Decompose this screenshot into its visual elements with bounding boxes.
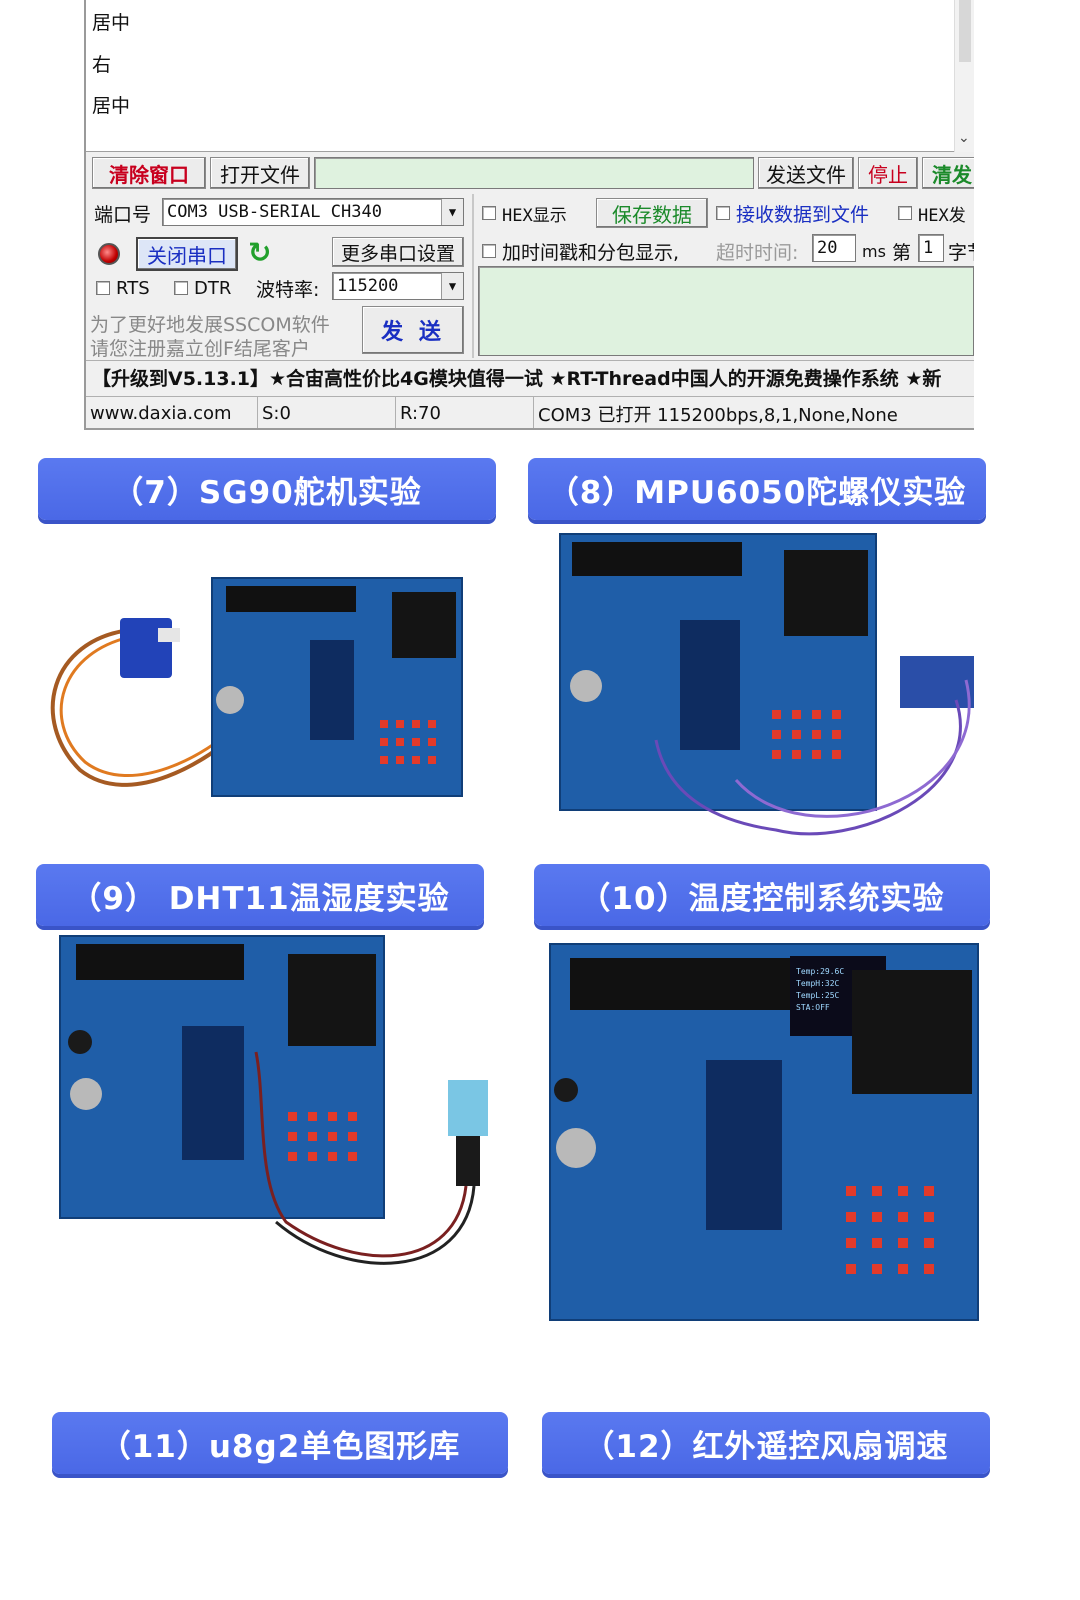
timestamp-checkbox[interactable]: 加时间戳和分包显示, xyxy=(482,236,679,266)
mpu6050-module xyxy=(900,656,974,708)
chevron-down-icon[interactable]: ⌄ xyxy=(958,130,970,146)
send-textarea[interactable] xyxy=(478,266,974,356)
hex-display-checkbox[interactable]: HEX显示 xyxy=(482,198,567,228)
checkbox-box[interactable] xyxy=(482,206,496,220)
ms-label: ms xyxy=(862,241,886,261)
nth-label: 第 xyxy=(892,241,912,264)
oled-line: TempH:32C xyxy=(796,979,840,988)
timeout-input[interactable]: 20 xyxy=(812,234,856,262)
close-port-button[interactable]: 关闭串口 xyxy=(136,237,238,271)
checkbox-box[interactable] xyxy=(96,281,110,295)
dtr-checkbox[interactable]: DTR xyxy=(174,274,231,302)
rts-label: RTS xyxy=(116,277,150,299)
more-port-settings-button[interactable]: 更多串口设置 xyxy=(332,237,464,267)
checkbox-box[interactable] xyxy=(174,281,188,295)
status-site[interactable]: www.daxia.com xyxy=(86,397,258,428)
checkbox-box[interactable] xyxy=(716,206,730,220)
seven-segment-display xyxy=(76,944,244,980)
port-status-led xyxy=(98,243,120,265)
section-banner-servo: （7）SG90舵机实验 xyxy=(38,458,496,520)
timestamp-label: 加时间戳和分包显示, xyxy=(502,241,680,264)
port-value: COM3 USB-SERIAL CH340 xyxy=(167,202,382,222)
status-port-state: COM3 已打开 115200bps,8,1,None,None xyxy=(538,404,898,426)
oled-line: TempL:25C xyxy=(796,991,840,1000)
photo-servo-experiment xyxy=(40,570,470,800)
receive-line: 右 xyxy=(92,54,112,76)
seven-segment-display xyxy=(226,586,356,612)
photo-mpu6050-experiment xyxy=(556,530,986,850)
receive-scrollbar[interactable]: ⌄ xyxy=(954,0,974,152)
rts-checkbox[interactable]: RTS xyxy=(96,274,150,302)
port-select[interactable]: COM3 USB-SERIAL CH340 ▼ xyxy=(162,198,464,226)
status-bar: www.daxia.com S:0 R:70 COM3 已打开 115200bp… xyxy=(86,396,974,428)
promo-line: 为了更好地发展SSCOM软件 xyxy=(90,314,330,336)
servo-icon xyxy=(120,618,172,678)
receive-line: 居中 xyxy=(92,12,131,34)
receive-to-file-label: 接收数据到文件 xyxy=(736,203,870,226)
send-button[interactable]: 发 送 xyxy=(362,306,464,354)
baud-label: 波特率: xyxy=(256,278,320,301)
oled-line: Temp:29.6C xyxy=(796,967,844,976)
dht11-sensor xyxy=(448,1080,488,1136)
nth-byte-input[interactable]: 1 xyxy=(918,234,944,262)
stop-button[interactable]: 停止 xyxy=(858,157,918,189)
promo-line: 请您注册嘉立创F结尾客户 xyxy=(90,338,310,360)
section-banner-mpu6050: （8）MPU6050陀螺仪实验 xyxy=(528,458,986,520)
receive-to-file-checkbox[interactable]: 接收数据到文件 xyxy=(716,198,869,228)
checkbox-box[interactable] xyxy=(898,206,912,220)
hex-send-checkbox[interactable]: HEX发 xyxy=(898,198,966,228)
port-label: 端口号 xyxy=(94,203,152,226)
serial-tool-window: 居中 右 居中 ⌄ 清除窗口 打开文件 发送文件 停止 清发 端口号 COM3 … xyxy=(84,0,974,430)
send-file-button[interactable]: 发送文件 xyxy=(758,157,854,189)
oled-line: STA:OFF xyxy=(796,1003,830,1012)
seven-segment-display xyxy=(572,542,742,576)
baud-value: 115200 xyxy=(337,276,399,296)
hex-send-label: HEX发 xyxy=(918,205,966,226)
news-ticker[interactable]: 【升级到V5.13.1】★合宙高性价比4G模块值得一试 ★RT-Thread中国… xyxy=(86,360,974,394)
photo-temp-control-experiment: Temp:29.6C TempH:32C TempL:25C STA:OFF xyxy=(546,940,982,1324)
scrollbar-thumb[interactable] xyxy=(959,0,971,62)
clear-send-button[interactable]: 清发 xyxy=(922,157,974,189)
photo-dht11-experiment xyxy=(56,932,496,1312)
receive-line: 居中 xyxy=(92,95,131,117)
hex-display-label: HEX显示 xyxy=(502,205,567,226)
chevron-down-icon[interactable]: ▼ xyxy=(441,273,463,299)
save-data-button[interactable]: 保存数据 xyxy=(596,198,708,228)
open-file-button[interactable]: 打开文件 xyxy=(210,157,310,189)
baud-select[interactable]: 115200 ▼ xyxy=(332,272,464,300)
section-banner-temp-control: （10）温度控制系统实验 xyxy=(534,864,990,926)
file-path-input[interactable] xyxy=(314,157,754,189)
section-banner-ir-fan: （12）红外遥控风扇调速 xyxy=(542,1412,990,1474)
section-banner-dht11: （9） DHT11温湿度实验 xyxy=(36,864,484,926)
dtr-label: DTR xyxy=(194,277,232,299)
refresh-icon[interactable]: ↻ xyxy=(248,236,272,269)
panel-divider xyxy=(472,194,474,358)
chevron-down-icon[interactable]: ▼ xyxy=(441,199,463,225)
receive-area[interactable]: 居中 右 居中 ⌄ xyxy=(86,0,974,152)
clear-window-button[interactable]: 清除窗口 xyxy=(92,157,206,189)
status-sent-count: S:0 xyxy=(258,397,396,428)
timeout-label: 超时时间: xyxy=(716,241,799,264)
byte-label: 字节 xyxy=(948,241,974,264)
checkbox-box[interactable] xyxy=(482,244,496,258)
status-received-count: R:70 xyxy=(396,397,534,428)
seven-segment-display xyxy=(570,958,792,1010)
section-banner-u8g2: （11）u8g2单色图形库 xyxy=(52,1412,508,1474)
